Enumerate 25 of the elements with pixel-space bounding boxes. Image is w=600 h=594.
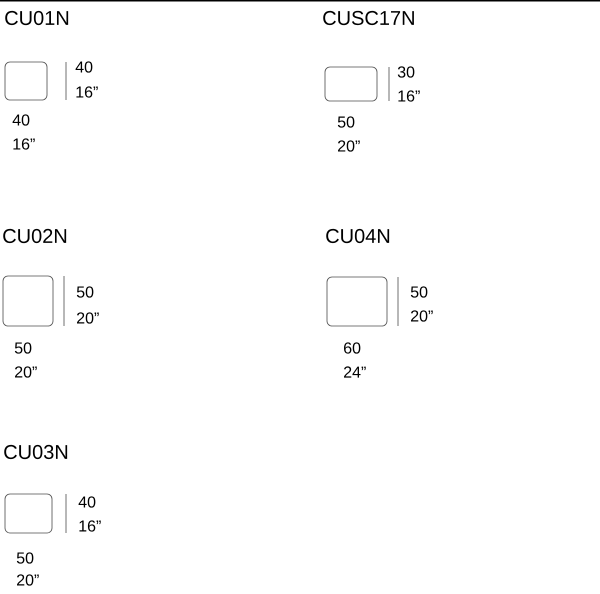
dimension-text: 16”: [76, 86, 98, 98]
dimension-text: 20”: [77, 312, 99, 324]
model-code: CU04N: [326, 228, 390, 244]
model-code: CUSC17N: [323, 10, 414, 26]
dimension-text: 16”: [79, 520, 101, 532]
dimension-text: 60: [344, 342, 360, 354]
dimension-text: 40: [78, 496, 96, 508]
model-code: CU02N: [3, 228, 66, 244]
dimension-text: 50: [14, 342, 32, 354]
dimension-text: 40: [76, 61, 92, 73]
model-code: CU01N: [5, 10, 68, 26]
dimension-text: 50: [410, 286, 428, 298]
dimension-text: 50: [16, 552, 34, 564]
dimension-text: 20”: [338, 140, 360, 152]
dimension-text: 20”: [411, 310, 433, 322]
dimension-text: 50: [338, 116, 354, 128]
dimension-text: 20”: [17, 574, 39, 586]
model-code: CU03N: [4, 444, 68, 460]
dimension-text: 16”: [398, 90, 420, 102]
dimension-text: 30: [398, 66, 414, 78]
dimension-text: 16”: [13, 138, 35, 150]
dimension-text: 40: [12, 114, 30, 126]
dimension-text: 50: [76, 286, 94, 298]
dimension-text: 24”: [344, 366, 366, 378]
dimension-text: 20”: [15, 366, 37, 378]
